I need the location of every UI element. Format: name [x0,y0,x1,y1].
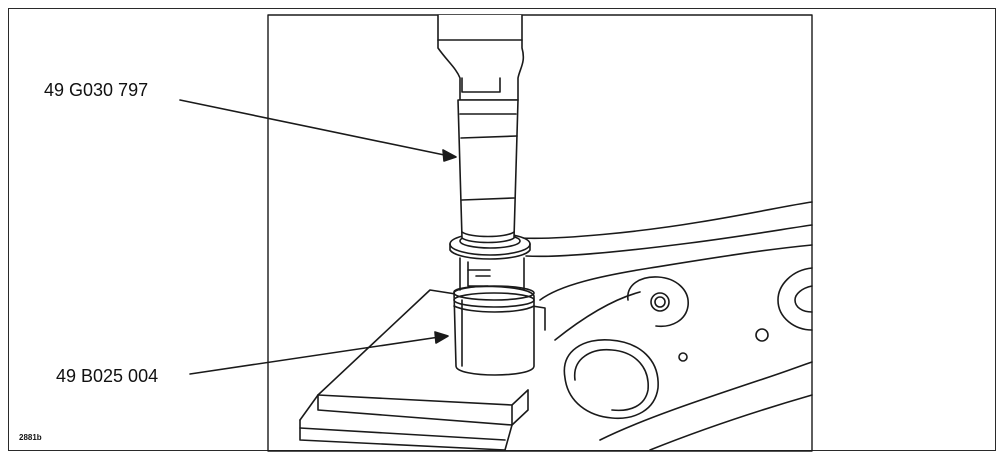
callout-support-tool: 49 B025 004 [56,366,159,386]
control-arm [519,201,813,451]
figure-id: 2881b [19,433,42,442]
illustration-panel [267,14,813,452]
support-cup-tool [453,285,535,376]
callout-leaders [179,99,457,375]
callout-driver-tool: 49 G030 797 [44,80,149,100]
arrowhead-support [434,331,449,344]
arrowhead-driver [442,149,457,162]
leader-driver [179,99,455,158]
leader-support [189,335,447,375]
driver-tool [437,14,525,244]
bushing [459,257,525,291]
